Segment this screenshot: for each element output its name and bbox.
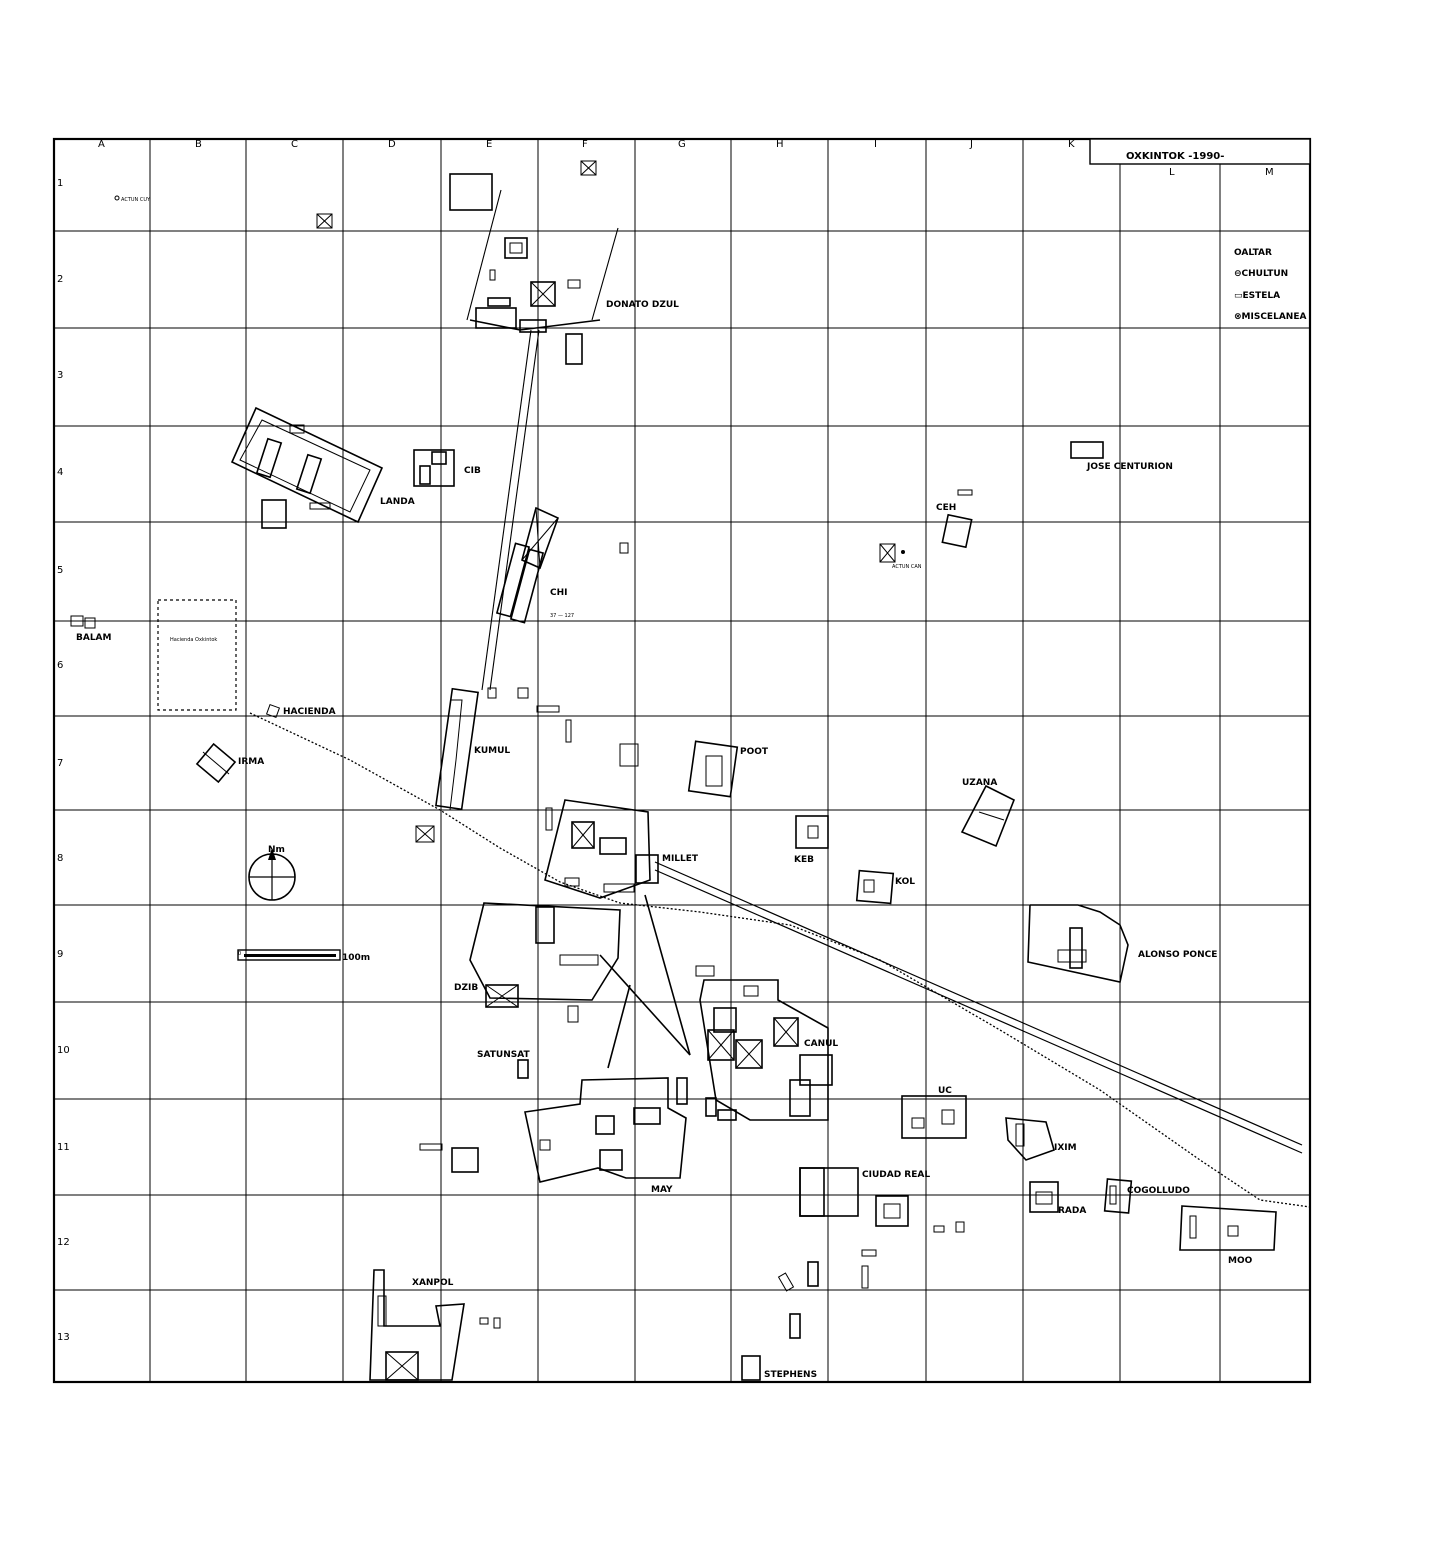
label-satunsat: SATUNSAT: [477, 1050, 530, 1060]
col-label-j: J: [969, 139, 973, 150]
label-ceh: CEH: [936, 503, 956, 513]
row-label-4: 4: [57, 467, 63, 478]
label-canul: CANUL: [804, 1039, 838, 1049]
label-donato-dzul: DONATO DZUL: [606, 300, 679, 310]
label-actun-can: ACTUN CAN: [892, 564, 922, 570]
label-chi-numbers: 37 — 127: [550, 613, 574, 619]
col-label-g: G: [678, 139, 686, 150]
label-chi: CHI: [550, 588, 568, 598]
label-kol: KOL: [895, 877, 915, 887]
col-label-m: M: [1265, 167, 1274, 178]
col-label-k: K: [1068, 139, 1075, 150]
miscelanea-icon: [580, 160, 597, 176]
row-label-12: 12: [57, 1237, 70, 1248]
col-label-f: F: [582, 139, 588, 150]
place-labels: DONATO DZUL CIB LANDA CHI BALAM HACIENDA…: [76, 197, 1253, 1380]
label-irma: IRMA: [238, 757, 264, 767]
row-label-6: 6: [57, 660, 63, 671]
north-arrow-icon: [248, 848, 296, 901]
label-xanpol: XANPOL: [412, 1278, 454, 1288]
row-label-1: 1: [57, 178, 63, 189]
label-uc: UC: [938, 1086, 952, 1096]
map-title: OXKINTOK -1990-: [1126, 151, 1224, 162]
label-kumul: KUMUL: [474, 746, 510, 756]
legend: OALTAR ⊖CHULTUN ▭ESTELA ⊗MISCELANEA: [1234, 248, 1306, 322]
label-uzana: UZANA: [962, 778, 997, 788]
label-landa: LANDA: [380, 497, 415, 507]
scale-end: 100m: [342, 953, 370, 963]
scale-bar: [237, 949, 341, 961]
legend-miscelanea: ⊗MISCELANEA: [1234, 312, 1306, 322]
label-stephens: STEPHENS: [764, 1370, 817, 1380]
legend-chultun: ⊖CHULTUN: [1234, 269, 1288, 279]
miscelanea-icon: [316, 213, 333, 229]
label-actun-cuy: ACTUN CUY: [121, 197, 151, 203]
scale-start: 0: [238, 951, 241, 957]
structures: [70, 160, 1277, 1381]
label-cogolludo: COGOLLUDO: [1127, 1186, 1190, 1196]
label-millet: MILLET: [662, 854, 699, 864]
label-ciudad-real: CIUDAD REAL: [862, 1170, 930, 1180]
label-dzib: DZIB: [454, 983, 478, 993]
column-labels: A B C D E F G H I J K L M: [98, 139, 1274, 178]
miscelanea-icon: [415, 825, 435, 843]
row-label-5: 5: [57, 565, 63, 576]
label-jose-centurion: JOSE CENTURION: [1086, 462, 1173, 472]
col-label-h: H: [776, 139, 784, 150]
label-hacienda: HACIENDA: [283, 707, 336, 717]
label-may: MAY: [651, 1185, 673, 1195]
label-alonso-ponce: ALONSO PONCE: [1138, 950, 1217, 960]
col-label-c: C: [291, 139, 298, 150]
label-cib: CIB: [464, 466, 481, 476]
col-label-b: B: [195, 139, 202, 150]
label-poot: POOT: [740, 747, 769, 757]
col-label-d: D: [388, 139, 396, 150]
row-labels: 1 2 3 4 5 6 7 8 9 10 11 12 13: [57, 178, 70, 1343]
row-label-2: 2: [57, 274, 63, 285]
row-label-8: 8: [57, 853, 63, 864]
row-label-3: 3: [57, 370, 63, 381]
label-balam: BALAM: [76, 633, 112, 643]
row-label-13: 13: [57, 1332, 70, 1343]
col-label-e: E: [486, 139, 492, 150]
row-label-10: 10: [57, 1045, 70, 1056]
legend-altar: OALTAR: [1234, 248, 1272, 258]
label-rada: RADA: [1058, 1206, 1086, 1216]
miscelanea-icon: [879, 543, 896, 563]
label-hacienda-enclosure: Hacienda Oxkintok: [170, 637, 217, 643]
row-label-7: 7: [57, 758, 63, 769]
col-label-l: L: [1169, 167, 1175, 178]
label-keb: KEB: [794, 855, 814, 865]
legend-estela: ▭ESTELA: [1234, 291, 1280, 301]
sacbe-lines: [249, 189, 1311, 1208]
col-label-a: A: [98, 139, 105, 150]
north-label: Nm: [268, 845, 285, 855]
label-ixim: IXIM: [1054, 1143, 1077, 1153]
col-label-i: I: [874, 139, 877, 150]
label-moo: MOO: [1228, 1256, 1253, 1266]
row-label-11: 11: [57, 1142, 70, 1153]
row-label-9: 9: [57, 949, 63, 960]
grid: [52, 137, 1312, 1384]
